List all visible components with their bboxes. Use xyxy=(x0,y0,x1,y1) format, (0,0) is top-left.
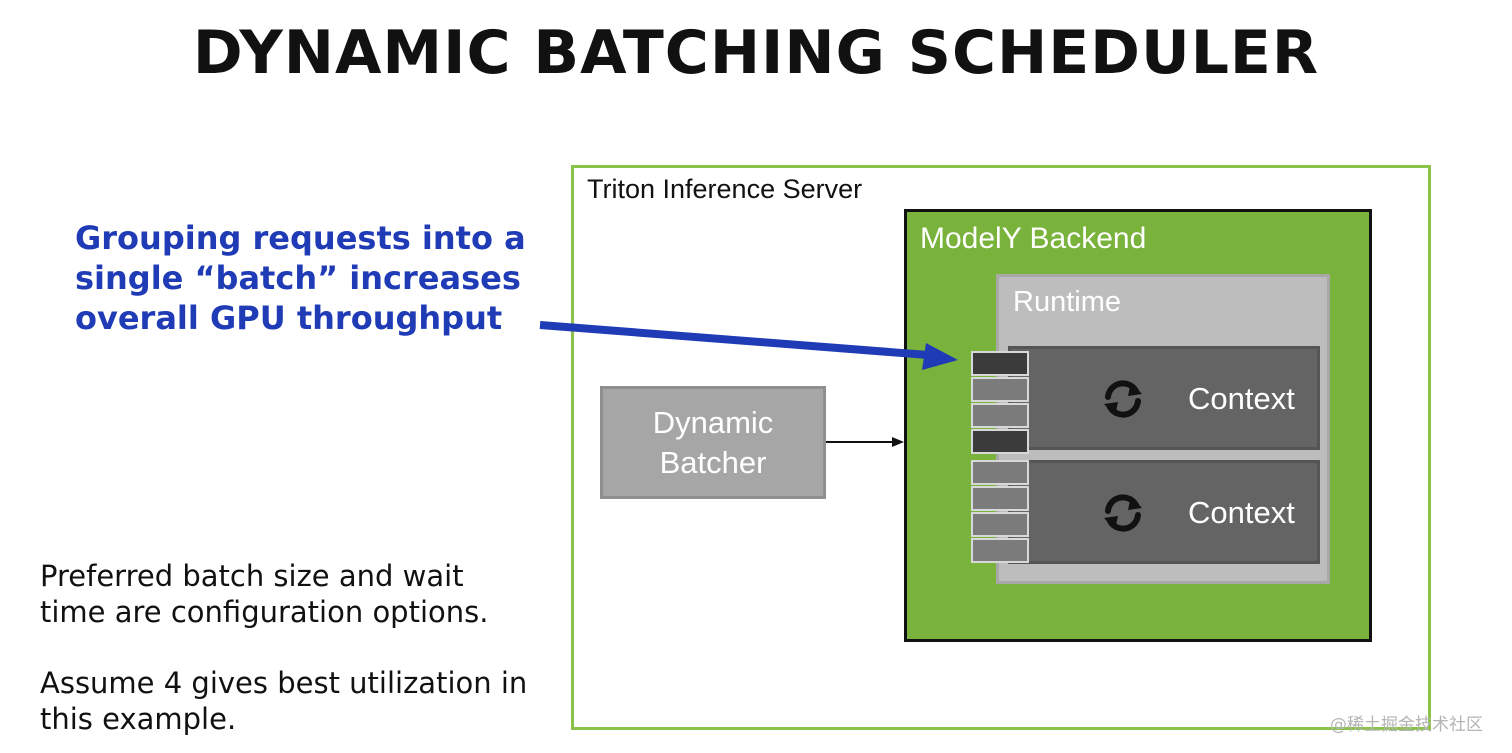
context-label-2: Context xyxy=(1188,495,1295,530)
modely-backend-label: ModelY Backend xyxy=(920,222,1147,255)
callout-arrow-line xyxy=(539,321,929,359)
sync-icon xyxy=(1104,380,1142,418)
config-note-line-1: Preferred batch size and wait xyxy=(40,559,464,593)
callout-line-2: single “batch” increases xyxy=(75,259,521,297)
config-note-line-2: time are configuration options. xyxy=(40,595,489,629)
utilization-note: Assume 4 gives best utilization in this … xyxy=(40,665,560,737)
request-queue-1 xyxy=(971,351,1029,455)
utilization-note-line-1: Assume 4 gives best utilization in xyxy=(40,666,528,700)
request-slot xyxy=(971,538,1029,563)
callout-line-1: Grouping requests into a xyxy=(75,219,526,257)
request-slot xyxy=(971,486,1029,511)
request-slot xyxy=(971,512,1029,537)
batcher-arrow-head xyxy=(892,437,904,447)
request-slot xyxy=(971,351,1029,376)
batcher-line-1: Dynamic xyxy=(652,404,774,440)
watermark: @稀土掘金技术社区 xyxy=(1330,715,1483,735)
batcher-line-2: Batcher xyxy=(659,444,767,480)
context-box-1 xyxy=(1008,346,1320,450)
request-slot xyxy=(971,429,1029,454)
request-slot xyxy=(971,403,1029,428)
sync-icon xyxy=(1104,494,1142,532)
config-note: Preferred batch size and wait time are c… xyxy=(40,558,560,630)
batch-callout: Grouping requests into a single “batch” … xyxy=(75,218,555,338)
triton-server-label: Triton Inference Server xyxy=(587,174,863,204)
runtime-label: Runtime xyxy=(1013,286,1121,318)
dynamic-batcher-box: Dynamic Batcher xyxy=(600,386,826,499)
slide-title: DYNAMIC BATCHING SCHEDULER xyxy=(192,18,1320,88)
utilization-note-line-2: this example. xyxy=(40,702,237,736)
callout-line-3: overall GPU throughput xyxy=(75,299,503,337)
callout-arrow-head xyxy=(922,343,958,370)
context-label-1: Context xyxy=(1188,381,1295,416)
request-slot xyxy=(971,460,1029,485)
request-queue-2 xyxy=(971,460,1029,564)
request-slot xyxy=(971,377,1029,402)
